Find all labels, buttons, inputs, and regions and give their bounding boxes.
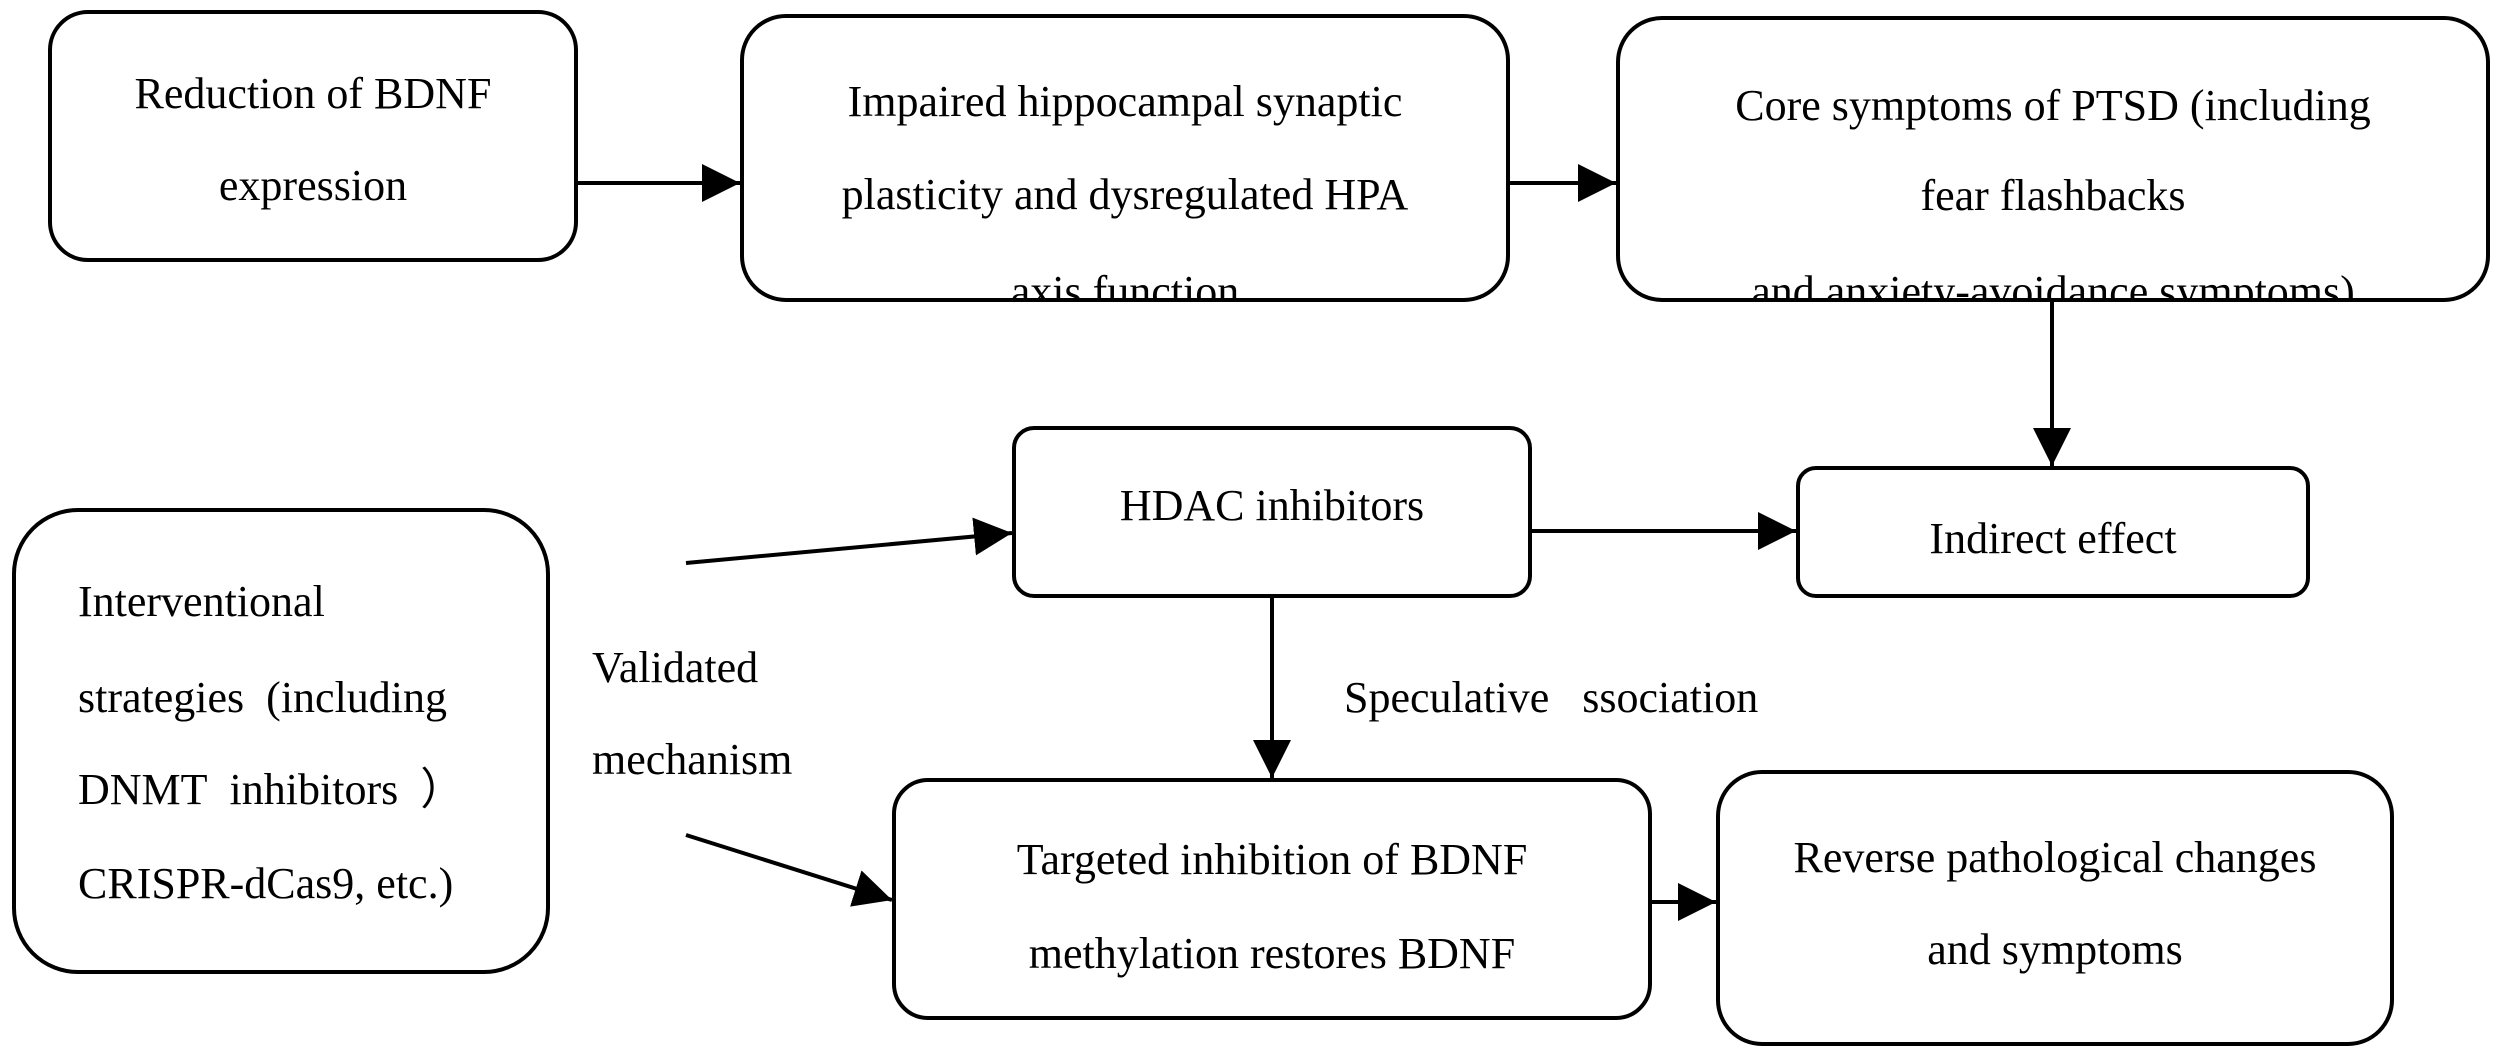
box-impaired-plasticity: Impaired hippocampal synaptic plasticity… [740, 14, 1510, 302]
box-targeted-line-2: methylation restores BDNF [1028, 929, 1516, 978]
box-hdac-inhibitors: HDAC inhibitors [1012, 426, 1532, 598]
box-interventional-strategies: Interventional strategies (including DNM… [12, 508, 550, 974]
box-reverse-line-1: Reverse pathological changes [1793, 833, 2317, 882]
box-interventional-line-3: DNMT inhibitors ） [78, 765, 465, 814]
box-targeted-line-1: Targeted inhibition of BDNF [1016, 835, 1528, 884]
box-interventional-line-1: Interventional [78, 577, 325, 626]
label-mechanism: mechanism [592, 735, 793, 784]
label-validated: Validated [592, 643, 759, 692]
box-impaired-plasticity-line-2: plasticity and dysregulated HPA [841, 170, 1409, 219]
box-hdac-inhibitors-line-1: HDAC inhibitors [1119, 481, 1425, 530]
box-core-symptoms-line-2: fear flashbacks [1920, 171, 2186, 220]
box-reverse-changes: Reverse pathological changes and symptom… [1716, 770, 2394, 1046]
box-reverse-line-2: and symptoms [1927, 925, 2183, 974]
box-interventional-line-4: CRISPR-dCas9, etc.) [78, 859, 454, 908]
box-impaired-plasticity-line-1: Impaired hippocampal synaptic [847, 77, 1403, 126]
box-core-symptoms: Core symptoms of PTSD (including fear fl… [1616, 16, 2490, 302]
box-interventional-line-2: strategies (including [78, 673, 448, 722]
box-core-symptoms-line-3: and anxiety-avoidance symptoms) [1751, 267, 2355, 302]
arrow-validated-to-targeted [685, 833, 893, 907]
box-indirect-effect: Indirect effect [1796, 466, 2310, 598]
box-targeted-inhibition: Targeted inhibition of BDNF methylation … [892, 778, 1652, 1020]
box-bdnf-reduction: Reduction of BDNF expression [48, 10, 578, 262]
box-core-symptoms-line-1: Core symptoms of PTSD (including [1735, 81, 2371, 130]
box-bdnf-reduction-line-2: expression [218, 161, 408, 210]
box-impaired-plasticity-line-3: axis function [1010, 267, 1240, 302]
box-bdnf-reduction-line-1: Reduction of BDNF [134, 69, 492, 118]
box-indirect-effect-line-1: Indirect effect [1929, 514, 2177, 563]
arrow-validated-to-hdac [685, 517, 1013, 565]
label-speculative-association: Speculative ssociation [1344, 673, 1759, 722]
